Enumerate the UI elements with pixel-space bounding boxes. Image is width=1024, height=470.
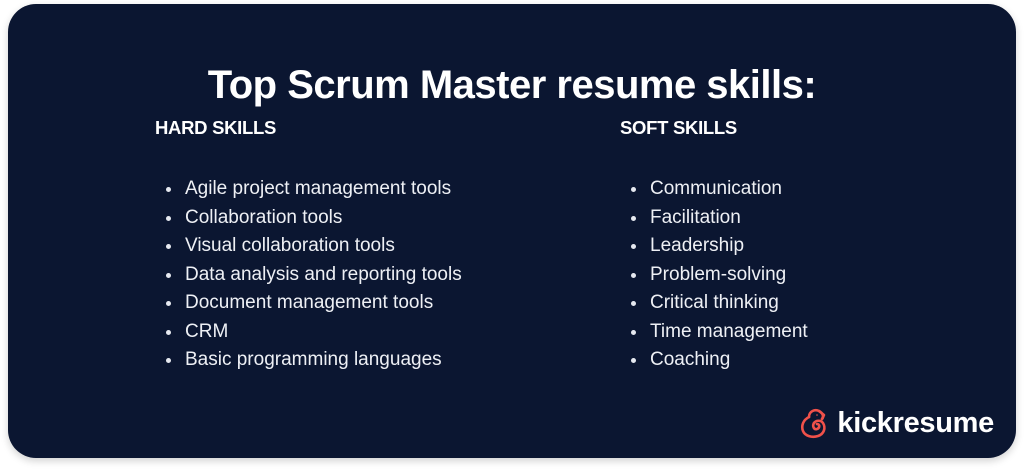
- brand-name: kickresume: [837, 407, 994, 439]
- bullet-icon: [631, 272, 636, 278]
- bullet-icon: [166, 301, 171, 306]
- soft-skills-list: Communication Facilitation Leadership Pr…: [620, 175, 808, 375]
- bullet-icon: [166, 244, 171, 249]
- bullet-icon: [166, 215, 171, 221]
- skills-card: Top Scrum Master resume skills: HARD SKI…: [8, 4, 1016, 458]
- list-item: Coaching: [620, 346, 808, 375]
- list-item: Document management tools: [155, 289, 462, 318]
- bullet-icon: [631, 329, 636, 335]
- bullet-icon: [166, 358, 171, 363]
- hard-skills-heading: HARD SKILLS: [155, 117, 277, 138]
- hard-skills-list: Agile project management tools Collabora…: [155, 175, 462, 375]
- list-item: Problem-solving: [620, 261, 808, 290]
- bullet-icon: [631, 215, 636, 221]
- list-item: Facilitation: [620, 204, 808, 233]
- bullet-icon: [631, 244, 636, 249]
- list-item: Basic programming languages: [155, 346, 462, 375]
- page-title: Top Scrum Master resume skills:: [207, 62, 817, 107]
- list-item: Communication: [620, 175, 808, 204]
- list-item: Collaboration tools: [155, 204, 462, 233]
- bullet-icon: [631, 301, 636, 306]
- bullet-icon: [166, 272, 171, 278]
- bullet-icon: [631, 187, 636, 192]
- list-item: Agile project management tools: [155, 175, 462, 204]
- chameleon-logo-icon: [801, 408, 827, 439]
- list-item: Data analysis and reporting tools: [155, 261, 462, 290]
- hard-skills-column: HARD SKILLS Agile project management too…: [155, 116, 462, 375]
- bullet-icon: [166, 329, 171, 335]
- list-item: Critical thinking: [620, 289, 808, 318]
- bullet-icon: [166, 187, 171, 192]
- bullet-icon: [631, 358, 636, 363]
- list-item: Time management: [620, 318, 808, 347]
- soft-skills-column: SOFT SKILLS Communication Facilitation L…: [620, 116, 808, 375]
- soft-skills-heading: SOFT SKILLS: [620, 117, 737, 138]
- list-item: Visual collaboration tools: [155, 232, 462, 261]
- list-item: CRM: [155, 318, 462, 347]
- brand-logo: kickresume: [797, 406, 994, 440]
- list-item: Leadership: [620, 232, 808, 261]
